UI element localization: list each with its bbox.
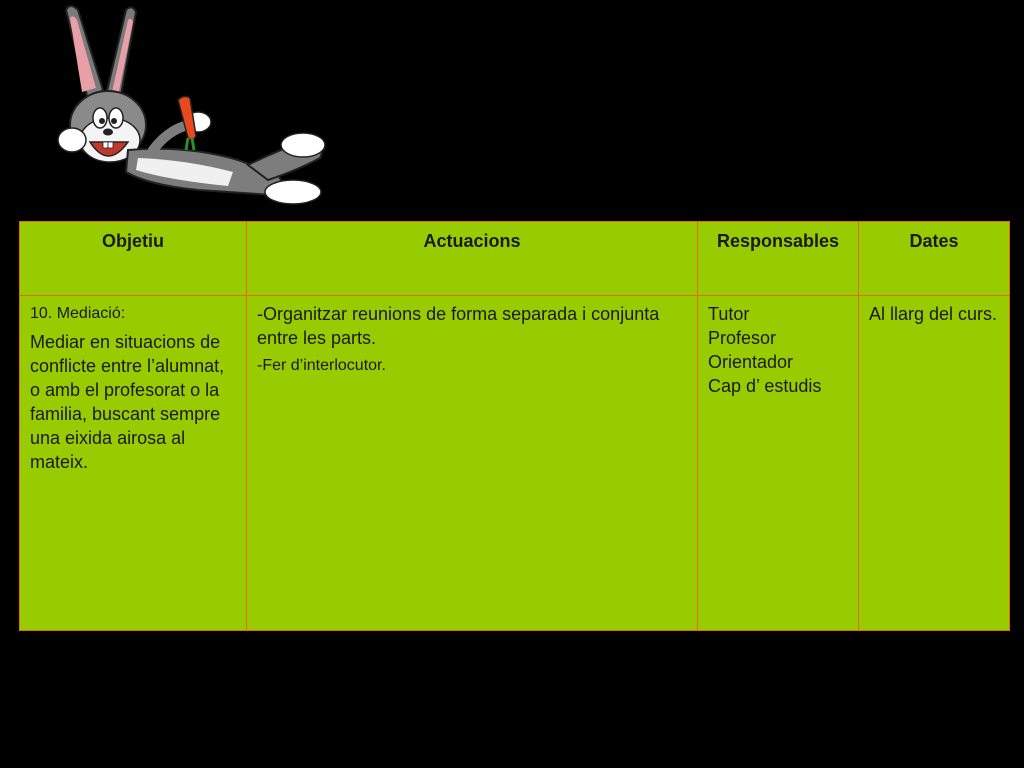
header-actuacions: Actuacions <box>246 221 698 296</box>
header-dates: Dates <box>858 221 1010 296</box>
header-objetiu: Objetiu <box>19 221 247 296</box>
table-row: 10. Mediació: Mediar en situacions de co… <box>19 295 1010 631</box>
responsible-item: Cap d’ estudis <box>708 376 822 396</box>
action-item: -Fer d’interlocutor. <box>257 357 386 374</box>
objective-text: Mediar en situacions de conflicte entre … <box>30 332 225 472</box>
table-header-row: Objetiu Actuacions Responsables Dates <box>19 221 1010 296</box>
objective-title: 10. Mediació: <box>30 305 126 322</box>
dates-text: Al llarg del curs. <box>869 304 998 324</box>
cell-actuacions: -Organitzar reunions de forma separada i… <box>246 295 698 631</box>
cell-responsables: Tutor Profesor Orientador Cap d’ estudis <box>697 295 859 631</box>
responsible-item: Orientador <box>708 352 794 372</box>
cell-objetiu: 10. Mediació: Mediar en situacions de co… <box>19 295 247 631</box>
responsible-item: Profesor <box>708 328 777 348</box>
action-plan-table: Objetiu Actuacions Responsables Dates 10… <box>19 221 1010 631</box>
cell-dates: Al llarg del curs. <box>858 295 1010 631</box>
action-item: -Organitzar reunions de forma separada i… <box>257 304 660 348</box>
responsible-item: Tutor <box>708 304 750 324</box>
header-responsables: Responsables <box>697 221 859 296</box>
cartoon-rabbit-illustration <box>57 5 326 205</box>
